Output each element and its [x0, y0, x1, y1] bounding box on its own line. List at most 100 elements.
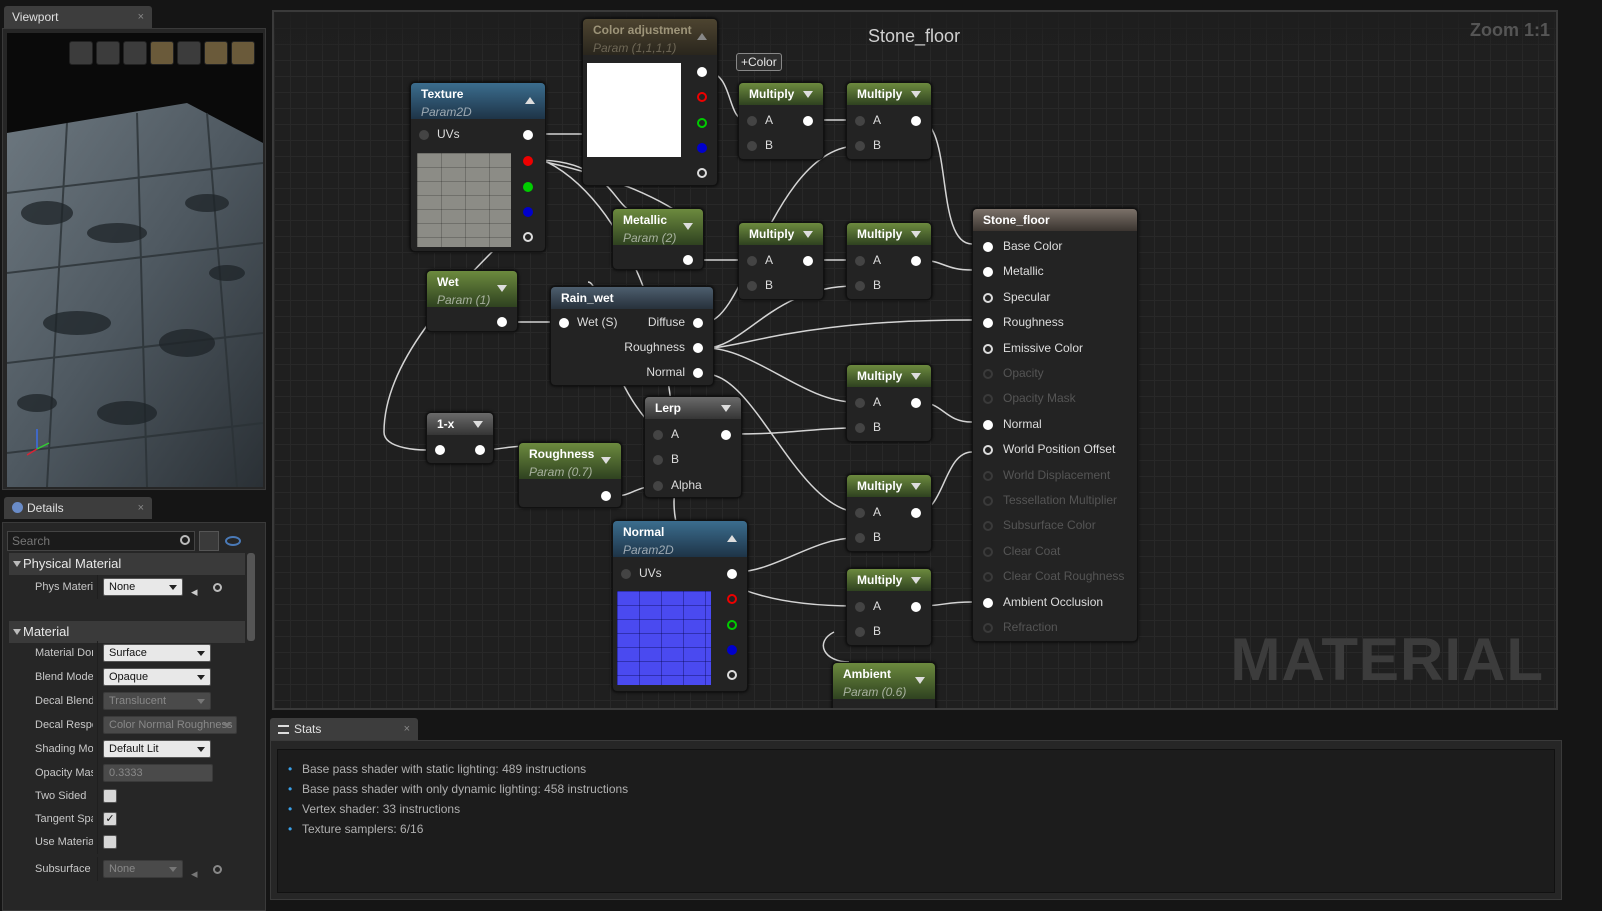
- input-pin-b[interactable]: [855, 423, 865, 433]
- node-header[interactable]: Multiply: [847, 569, 931, 591]
- blend-mode-dropdown[interactable]: Opaque: [103, 668, 211, 686]
- browse-search-icon[interactable]: [213, 583, 222, 592]
- input-pin[interactable]: [983, 496, 993, 506]
- input-pin[interactable]: [983, 318, 993, 329]
- perspective-icon[interactable]: [69, 41, 93, 65]
- node-multiply-5[interactable]: Multiply A B: [846, 364, 932, 442]
- output-pin[interactable]: [721, 430, 731, 440]
- node-header[interactable]: Multiply: [739, 223, 823, 245]
- input-pin-alpha[interactable]: [653, 481, 663, 491]
- node-rain-wet[interactable]: Rain_wet Wet (S) Diffuse Roughness Norma…: [550, 286, 714, 386]
- node-header[interactable]: Lerp: [645, 397, 741, 419]
- shading-model-dropdown[interactable]: Default Lit: [103, 740, 211, 758]
- input-pin[interactable]: [983, 242, 993, 252]
- output-pin-roughness[interactable]: [693, 343, 703, 353]
- output-pin-blue[interactable]: [697, 143, 707, 153]
- node-header[interactable]: Multiply: [847, 475, 931, 497]
- output-pin[interactable]: [911, 256, 921, 266]
- input-pin-wet[interactable]: [559, 318, 569, 328]
- plane-icon[interactable]: [123, 41, 147, 65]
- decal-response-dropdown[interactable]: Color Normal Roughness: [103, 716, 237, 734]
- input-pin-a[interactable]: [855, 116, 865, 126]
- output-pin-rgb[interactable]: [523, 130, 533, 140]
- close-icon[interactable]: ×: [403, 723, 410, 735]
- input-pin-b[interactable]: [855, 627, 865, 637]
- category-physical-material[interactable]: Physical Material: [9, 553, 245, 575]
- node-multiply-4[interactable]: Multiply A B: [846, 222, 932, 300]
- color-swatch[interactable]: [587, 63, 681, 157]
- expand-icon[interactable]: [911, 373, 921, 380]
- node-lerp[interactable]: Lerp A B Alpha: [644, 396, 742, 498]
- node-header[interactable]: Multiply: [847, 83, 931, 105]
- opacity-mask-input[interactable]: 0.3333: [103, 764, 213, 782]
- sphere-icon[interactable]: [96, 41, 120, 65]
- expand-icon[interactable]: [911, 231, 921, 238]
- output-pin[interactable]: [497, 317, 507, 327]
- output-pin[interactable]: [803, 256, 813, 266]
- node-header[interactable]: 1-x: [427, 413, 493, 435]
- collapse-icon[interactable]: [697, 33, 707, 40]
- output-pin-rgb[interactable]: [697, 67, 707, 77]
- input-pin[interactable]: [983, 572, 993, 583]
- expand-icon[interactable]: [915, 677, 925, 684]
- node-multiply-3[interactable]: Multiply A B: [738, 222, 824, 300]
- grid-icon[interactable]: [204, 41, 228, 65]
- output-pin[interactable]: [911, 602, 921, 612]
- node-graph[interactable]: Stone_floor Zoom 1:1 MATERIAL: [272, 10, 1558, 710]
- input-pin[interactable]: [983, 623, 993, 633]
- output-pin-red[interactable]: [523, 156, 533, 166]
- decal-blend-dropdown[interactable]: Translucent: [103, 692, 211, 710]
- expand-icon[interactable]: [721, 405, 731, 412]
- node-multiply-2[interactable]: Multiply A B: [846, 82, 932, 160]
- expand-icon[interactable]: [911, 483, 921, 490]
- expand-icon[interactable]: [473, 421, 483, 428]
- search-input[interactable]: [8, 532, 168, 550]
- browse-search-icon[interactable]: [213, 865, 222, 874]
- node-header[interactable]: Stone_floor: [973, 209, 1137, 231]
- close-icon[interactable]: ×: [137, 502, 144, 514]
- material-domain-dropdown[interactable]: Surface: [103, 644, 211, 662]
- node-header[interactable]: Multiply: [847, 223, 931, 245]
- expand-icon[interactable]: [683, 223, 693, 230]
- output-pin[interactable]: [601, 491, 611, 501]
- eye-icon[interactable]: [225, 536, 241, 546]
- output-pin[interactable]: [911, 398, 921, 408]
- input-pin[interactable]: [983, 470, 993, 481]
- output-pin-alpha[interactable]: [523, 232, 533, 242]
- collapse-icon[interactable]: [525, 97, 535, 104]
- node-multiply-7[interactable]: Multiply A B: [846, 568, 932, 646]
- tab-details[interactable]: Details ×: [4, 497, 152, 519]
- output-pin-blue[interactable]: [523, 207, 533, 217]
- output-pin[interactable]: [803, 116, 813, 126]
- output-pin-red[interactable]: [697, 92, 707, 102]
- node-header[interactable]: Multiply: [739, 83, 823, 105]
- input-pin[interactable]: [983, 343, 993, 354]
- output-pin-alpha[interactable]: [697, 168, 707, 178]
- node-header[interactable]: Rain_wet: [551, 287, 713, 309]
- input-pin-b[interactable]: [855, 533, 865, 543]
- output-pin-normal[interactable]: [693, 368, 703, 378]
- input-pin[interactable]: [621, 569, 631, 579]
- input-pin-b[interactable]: [747, 281, 757, 291]
- expand-icon[interactable]: [911, 91, 921, 98]
- output-pin[interactable]: [475, 445, 485, 455]
- search-icon[interactable]: [180, 535, 190, 545]
- input-pin[interactable]: [983, 597, 993, 608]
- output-pin[interactable]: [911, 116, 921, 126]
- realtime-icon[interactable]: [231, 41, 255, 65]
- tab-viewport[interactable]: Viewport ×: [4, 6, 152, 28]
- input-pin-a[interactable]: [747, 256, 757, 266]
- input-pin[interactable]: [983, 267, 993, 278]
- input-pin[interactable]: [419, 130, 429, 140]
- output-pin-red[interactable]: [727, 594, 737, 604]
- subsurface-dropdown[interactable]: None: [103, 860, 183, 878]
- close-icon[interactable]: ×: [137, 11, 144, 23]
- input-pin[interactable]: [983, 445, 993, 456]
- teapot-icon[interactable]: [177, 41, 201, 65]
